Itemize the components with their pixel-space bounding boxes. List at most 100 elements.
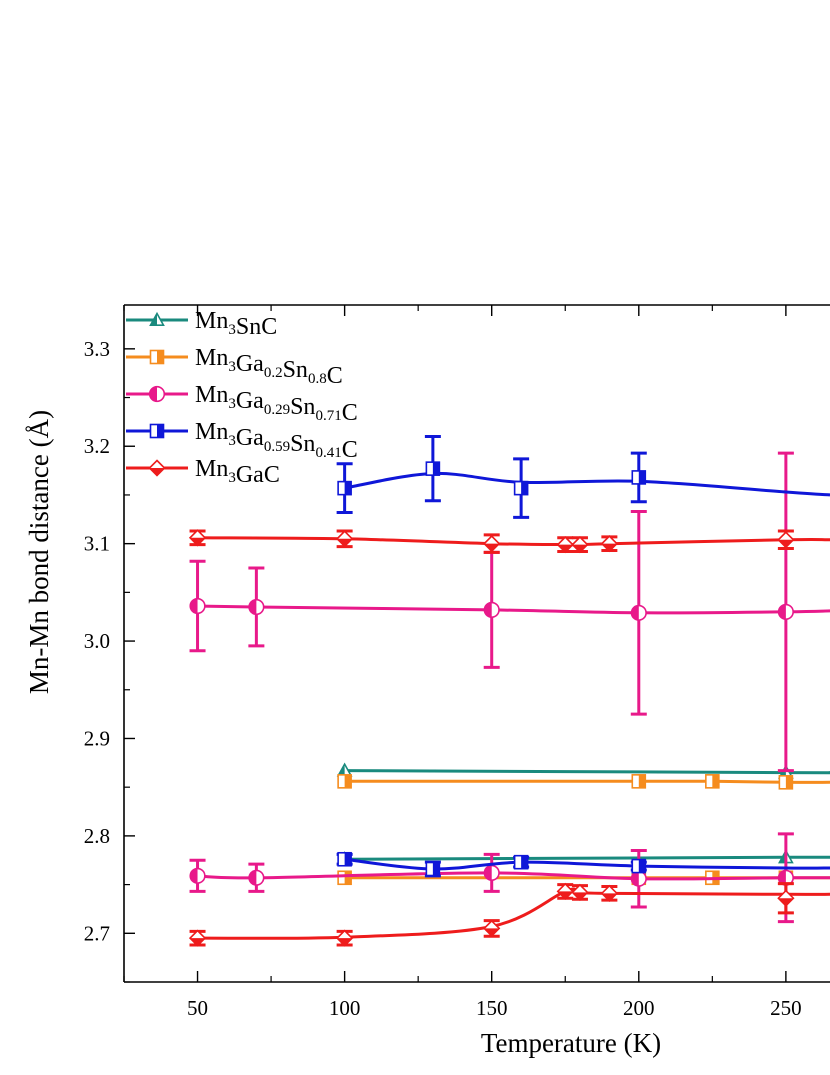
marker-fill — [190, 537, 206, 546]
legend-label: Mn3Ga0.2Sn0.8C — [195, 345, 343, 389]
data-point — [600, 535, 619, 553]
legend-marker — [149, 349, 165, 365]
data-point — [337, 851, 352, 867]
data-point — [337, 480, 352, 496]
legend-marker — [148, 385, 166, 403]
marker-fill — [484, 602, 492, 618]
data-point — [778, 775, 794, 790]
y-tick-label: 3.3 — [84, 337, 110, 361]
data-point — [248, 598, 265, 616]
marker-fill — [157, 350, 164, 364]
data-point — [571, 535, 589, 554]
legend-label-part: Sn — [283, 357, 308, 383]
marker-fill — [432, 462, 440, 476]
legend-label-part: 0.29 — [264, 402, 290, 418]
legend-label-part: 3 — [228, 359, 236, 375]
y-tick-label: 3.0 — [84, 629, 110, 653]
marker-fill — [779, 766, 786, 778]
legend-label-part: Sn — [290, 394, 315, 420]
marker-fill — [557, 544, 573, 553]
y-tick-label: 3.2 — [84, 434, 110, 458]
legend-label-part: Mn — [195, 345, 228, 371]
marker-fill — [521, 481, 528, 495]
marker-fill — [631, 871, 639, 887]
legend-label-part: SnC — [236, 314, 277, 340]
marker-fill — [344, 852, 352, 866]
legend-item: Mn3Ga0.29Sn0.71C — [126, 382, 358, 426]
legend-marker — [149, 311, 165, 327]
marker-fill — [778, 898, 794, 906]
series-line — [344, 769, 830, 775]
x-axis-title: Temperature (K) — [481, 1028, 661, 1058]
data-point — [188, 929, 207, 947]
marker-fill — [572, 892, 588, 900]
series-line — [344, 857, 830, 871]
legend-label-part: Sn — [290, 431, 315, 457]
data-point — [425, 861, 441, 877]
legend-item: Mn3Ga0.59Sn0.41C — [126, 419, 358, 463]
marker-fill — [149, 386, 157, 402]
legend-label-part: Ga — [236, 388, 264, 414]
x-tick-label: 250 — [770, 996, 802, 1020]
legend-label: Mn3Ga0.29Sn0.71C — [195, 382, 358, 426]
plot-area — [188, 435, 830, 947]
legend-marker — [148, 459, 166, 477]
legend-item: Mn3SnC — [126, 308, 277, 340]
marker-fill — [344, 871, 352, 885]
legend-label-part: Mn — [195, 419, 228, 445]
data-point — [631, 858, 647, 874]
legend-label-part: 3 — [228, 396, 236, 412]
data-point — [337, 870, 352, 886]
data-point — [483, 601, 500, 618]
data-point — [337, 774, 352, 789]
marker-fill — [778, 539, 794, 548]
marker-fill — [249, 870, 257, 886]
data-point — [189, 867, 206, 884]
series-0 — [336, 762, 830, 866]
data-point — [483, 535, 501, 553]
legend-label-part: Mn — [195, 456, 228, 482]
marker-fill — [190, 938, 206, 946]
legend-label-part: 0.71 — [315, 408, 341, 424]
series-line — [344, 855, 830, 861]
marker-fill — [572, 544, 588, 553]
data-point — [335, 530, 354, 548]
marker-fill — [432, 862, 440, 876]
series-4 — [188, 529, 830, 947]
marker-fill — [712, 774, 719, 788]
data-point — [600, 884, 619, 902]
legend-label-part: Mn — [195, 308, 228, 334]
marker-fill — [190, 868, 198, 884]
legend-label-part: Ga — [236, 351, 264, 377]
x-tick-label: 50 — [187, 996, 208, 1020]
legend-label: Mn3Ga0.59Sn0.41C — [195, 419, 358, 463]
legend-label-part: Ga — [236, 425, 264, 451]
marker-fill — [249, 599, 257, 615]
marker-fill — [190, 598, 198, 614]
legend-label-part: GaC — [236, 462, 280, 488]
data-point — [188, 529, 207, 547]
legend-label: Mn3GaC — [195, 456, 280, 488]
data-point — [189, 597, 206, 615]
legend-item: Mn3GaC — [126, 456, 280, 488]
y-tick-label: 2.8 — [84, 824, 110, 848]
legend-label-part: C — [342, 437, 358, 463]
data-point — [425, 461, 441, 476]
marker-fill — [337, 538, 353, 547]
series-line — [344, 779, 830, 784]
data-point — [630, 870, 647, 887]
marker-fill — [157, 424, 164, 438]
series-line — [197, 536, 830, 547]
data-point — [556, 882, 574, 901]
marker-fill — [149, 468, 165, 476]
data-point — [631, 774, 647, 789]
marker-fill — [338, 764, 345, 776]
data-point — [483, 919, 501, 938]
legend-label-part: 3 — [228, 433, 236, 449]
data-point — [248, 869, 265, 886]
data-point — [513, 854, 529, 870]
data-point — [705, 774, 720, 789]
data-point — [777, 889, 795, 907]
